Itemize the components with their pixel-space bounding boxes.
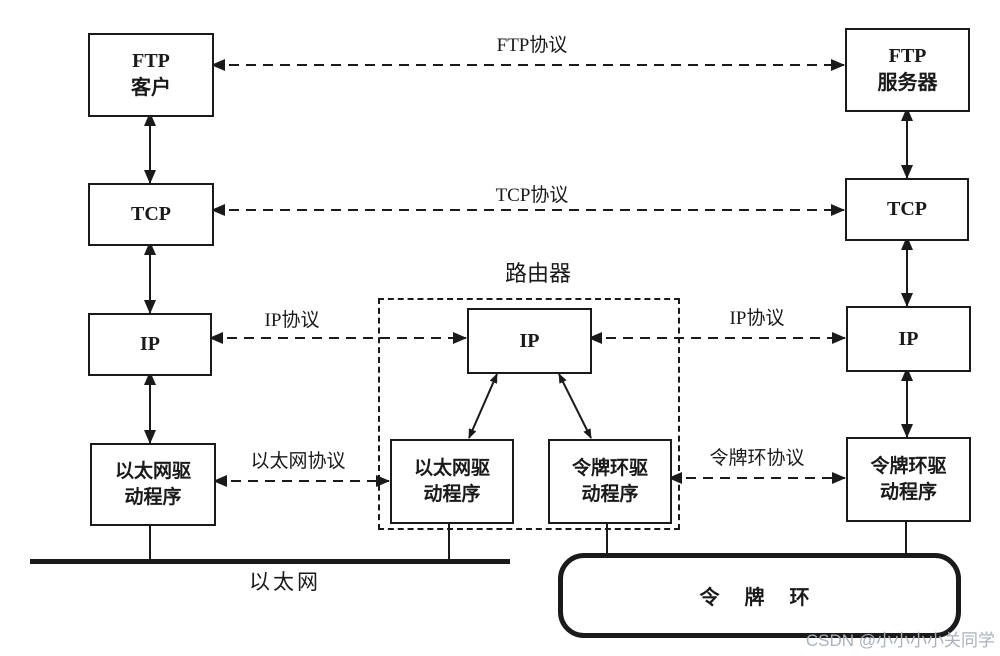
node-ethernet-driver-router: 以太网驱 动程序 xyxy=(390,439,514,524)
node-ethernet-driver-left: 以太网驱 动程序 xyxy=(90,443,216,526)
ethernet-protocol-label: 以太网协议 xyxy=(250,451,346,472)
router-boundary xyxy=(378,298,680,530)
ethernet-bus-line xyxy=(30,559,510,564)
ip-protocol-right-label: IP协议 xyxy=(729,308,785,329)
ftp-protocol-label: FTP协议 xyxy=(496,35,568,56)
arrow-tcp-ip-right xyxy=(901,236,913,307)
node-ip-right: IP xyxy=(846,306,971,372)
node-tokenring-driver-router: 令牌环驱 动程序 xyxy=(548,439,672,524)
connector-router-driver-tokenring xyxy=(606,520,608,556)
node-tcp-left: TCP xyxy=(88,183,214,246)
arrow-ip-driver-right xyxy=(901,367,913,438)
router-ip-to-drivers-arrows xyxy=(468,373,592,439)
arrow-ip-driver-left xyxy=(144,371,156,444)
arrow-tokenring-protocol xyxy=(668,472,846,484)
node-ip-router: IP xyxy=(467,308,592,374)
arrow-tcp-ip-left xyxy=(144,241,156,314)
arrow-ftpclient-tcp xyxy=(144,112,156,184)
node-ip-left: IP xyxy=(88,313,212,376)
ethernet-label: 以太网 xyxy=(249,570,321,594)
node-ftp-server: FTP 服务器 xyxy=(845,28,970,112)
token-ring-label: 令 牌 环 xyxy=(699,587,820,609)
node-tcp-right: TCP xyxy=(845,178,969,241)
arrow-ethernet-protocol xyxy=(213,475,390,487)
connector-right-driver-tokenring xyxy=(905,518,907,556)
tokenring-protocol-label: 令牌环协议 xyxy=(709,448,805,469)
node-tokenring-driver-right: 令牌环驱 动程序 xyxy=(846,437,971,522)
tcp-protocol-label: TCP协议 xyxy=(495,185,569,206)
arrow-ip-protocol-left xyxy=(209,332,467,344)
watermark: CSDN @小小小小关同学 xyxy=(805,631,995,650)
arrow-tcp-protocol xyxy=(211,204,845,216)
arrow-ip-protocol-right xyxy=(588,332,846,344)
connector-router-driver-ethernet xyxy=(448,520,450,562)
token-ring-shape: 令 牌 环 xyxy=(558,553,961,638)
arrow-ftp-protocol xyxy=(211,59,845,71)
connector-left-driver-ethernet xyxy=(149,522,151,562)
ip-protocol-left-label: IP协议 xyxy=(264,310,320,331)
router-label: 路由器 xyxy=(504,261,571,286)
node-ftp-client: FTP 客户 xyxy=(88,33,214,117)
arrow-ftpserver-tcp xyxy=(901,107,913,179)
